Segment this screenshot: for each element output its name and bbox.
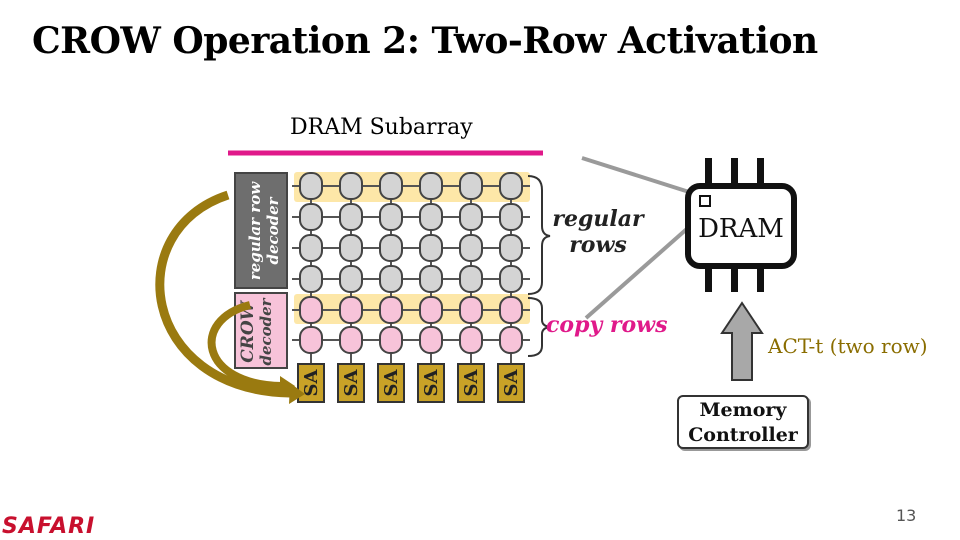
regular-rows-line2: rows [569, 232, 627, 258]
sense-amplifier-label: SA [501, 368, 522, 396]
crow-decoder-line1: CROW [238, 299, 258, 362]
sense-amplifier [417, 363, 445, 403]
copy-cell [459, 296, 483, 324]
sense-amplifier-label: SA [381, 368, 402, 396]
regular-cell [339, 265, 363, 293]
chip-notch [699, 195, 711, 207]
sense-amplifier [337, 363, 365, 403]
crow-decoder-line2: decoder [257, 297, 275, 365]
regular-cell [339, 234, 363, 262]
copy-cell [379, 326, 403, 354]
sense-amplifier-label: SA [421, 368, 442, 396]
command-arrow [720, 301, 764, 381]
regular-decoder-line1: regular row [246, 181, 264, 280]
regular-row-arrow [155, 190, 291, 398]
dram-chip: DRAM [685, 158, 797, 292]
sense-amplifier-row: SA SA SA SA SA SA [297, 363, 525, 403]
crow-decoder-label: CROW decoder [238, 297, 275, 365]
regular-cell [379, 172, 403, 200]
sense-amplifier-label: SA [341, 368, 362, 396]
regular-cell [299, 234, 323, 262]
regular-rows-brace [527, 175, 551, 295]
dram-chip-label: DRAM [698, 214, 784, 244]
regular-cell [419, 265, 443, 293]
copy-cell [339, 326, 363, 354]
memory-controller-line2: Controller [688, 424, 798, 446]
regular-cell [379, 234, 403, 262]
regular-cell [379, 265, 403, 293]
regular-decoder-line2: decoder [264, 196, 282, 264]
regular-cell [379, 203, 403, 231]
page-number: 13 [896, 506, 917, 525]
memory-controller-line1: Memory [699, 399, 787, 421]
regular-cell [419, 172, 443, 200]
regular-cell [459, 172, 483, 200]
regular-cell [339, 203, 363, 231]
regular-cell [459, 234, 483, 262]
regular-cell [499, 234, 523, 262]
copy-cell [339, 296, 363, 324]
regular-rows-line1: regular [552, 206, 644, 232]
cell-array [292, 172, 530, 368]
copy-cell [379, 296, 403, 324]
regular-cell [419, 234, 443, 262]
regular-cell [339, 172, 363, 200]
safari-logo: SAFARI [2, 514, 96, 539]
copy-rows-brace [527, 297, 551, 357]
copy-rows-label: copy rows [546, 312, 668, 338]
regular-cell [499, 203, 523, 231]
copy-cell [299, 326, 323, 354]
sense-amplifier-label: SA [301, 368, 322, 396]
regular-cell [459, 265, 483, 293]
dram-subarray-label: DRAM Subarray [290, 115, 473, 140]
copy-cell [499, 296, 523, 324]
regular-row-decoder [234, 172, 288, 289]
regular-cell [299, 265, 323, 293]
memory-controller-box: Memory Controller [677, 395, 809, 449]
regular-rows-label: regular rows [548, 206, 648, 258]
act-command-label: ACT-t (two row) [768, 334, 928, 358]
copy-row-arrow-head [280, 376, 295, 396]
sense-amplifier [297, 363, 325, 403]
sense-amplifier-label: SA [461, 368, 482, 396]
regular-cell [299, 172, 323, 200]
regular-row-arrow-head [289, 383, 305, 404]
sense-amplifier [457, 363, 485, 403]
copy-cell [459, 326, 483, 354]
regular-row-decoder-label: regular row decoder [246, 181, 282, 280]
copy-row-arrow [207, 301, 283, 390]
regular-cell [459, 203, 483, 231]
regular-cell [499, 265, 523, 293]
copy-cell [299, 296, 323, 324]
regular-cell [299, 203, 323, 231]
slide-title: CROW Operation 2: Two-Row Activation [32, 20, 818, 62]
copy-cell [419, 326, 443, 354]
regular-cell [419, 203, 443, 231]
sense-amplifier [497, 363, 525, 403]
regular-cell [499, 172, 523, 200]
copy-cell [499, 326, 523, 354]
copy-cell [419, 296, 443, 324]
sense-amplifier [377, 363, 405, 403]
